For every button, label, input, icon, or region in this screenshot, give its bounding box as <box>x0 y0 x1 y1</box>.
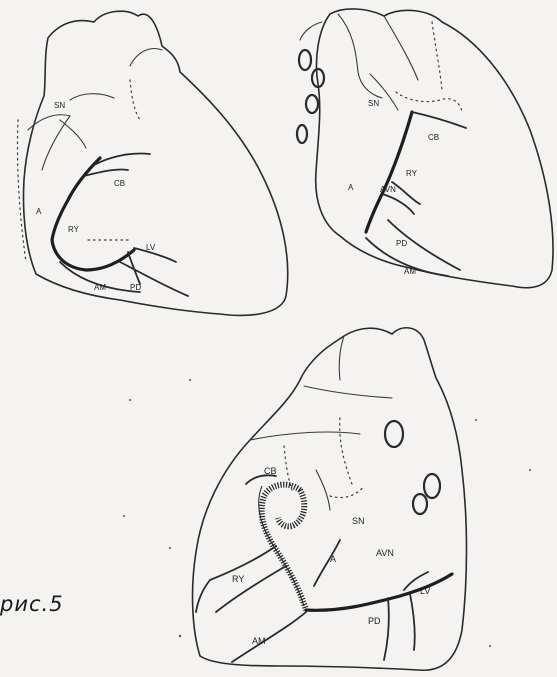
label-ry: RY <box>232 574 244 584</box>
pulmonary-vein-1 <box>299 50 311 70</box>
label-cb: CB <box>264 466 277 476</box>
atrium-boundary <box>304 386 392 398</box>
label-avn: AVN <box>376 548 394 558</box>
sn-branch <box>316 470 330 510</box>
figure-caption: рис.5 <box>0 592 64 616</box>
dotted-right <box>340 418 352 484</box>
label-sn: SN <box>352 516 365 526</box>
label-sn: SN <box>368 99 379 108</box>
aortic-root <box>339 336 344 380</box>
label-cb: CB <box>114 179 125 188</box>
dotted-left <box>284 446 292 490</box>
heart-outline <box>24 11 288 315</box>
label-pd: PD <box>368 616 381 626</box>
heart-posterior-view: SN CB RY A AVN PD AM <box>297 9 553 288</box>
vein-line <box>300 22 322 40</box>
cb-branch <box>246 475 276 484</box>
label-sn: SN <box>54 101 65 110</box>
coronary-artery-edge-outer <box>259 486 304 606</box>
heart-inferior-view: CB SN A AVN RY LV PD AM <box>193 328 467 670</box>
aorta-fold <box>130 49 162 66</box>
atrium-fold <box>70 94 114 100</box>
a-branch <box>314 540 340 586</box>
label-am: AM <box>94 283 106 292</box>
heart-outline <box>316 9 553 288</box>
right-coronary-artery <box>52 158 134 270</box>
label-a: A <box>330 554 336 564</box>
label-pd: PD <box>396 239 407 248</box>
label-pd: PD <box>130 283 141 292</box>
pulmonary-vein-2 <box>424 474 440 498</box>
avn-branch <box>384 598 389 660</box>
lv-branch <box>404 572 428 650</box>
label-cb: CB <box>428 133 439 142</box>
am-branch <box>232 612 306 662</box>
label-a: A <box>36 207 42 216</box>
label-avn: AVN <box>380 185 396 194</box>
coronary-loop-hatched <box>278 490 304 526</box>
label-lv: LV <box>146 243 156 252</box>
pulmonary-vein-3 <box>413 494 427 514</box>
pulmonary-dotted <box>130 80 140 120</box>
label-a: A <box>348 183 354 192</box>
septum-dotted-left <box>17 120 26 262</box>
label-lv: LV <box>420 586 430 596</box>
label-ry: RY <box>406 169 418 178</box>
atrium-top <box>384 16 418 80</box>
dotted-sn <box>330 486 364 498</box>
print-specks <box>123 379 531 647</box>
upper-dotted <box>432 22 442 90</box>
pulmonary-vein-3 <box>306 95 318 113</box>
label-am: AM <box>252 636 266 646</box>
right-coronary-artery-hatched <box>262 485 306 610</box>
label-am: AM <box>404 267 416 276</box>
septal-line <box>250 432 360 440</box>
pulmonary-vein-4 <box>297 125 307 143</box>
label-ry: RY <box>68 225 80 234</box>
sn-region-dotted <box>396 92 462 112</box>
aorta-arch <box>338 14 382 98</box>
cb-branch <box>412 112 466 128</box>
heart-anterior-view: SN CB RY LV AM PD A <box>17 11 287 315</box>
pulmonary-vein-1 <box>385 421 403 447</box>
